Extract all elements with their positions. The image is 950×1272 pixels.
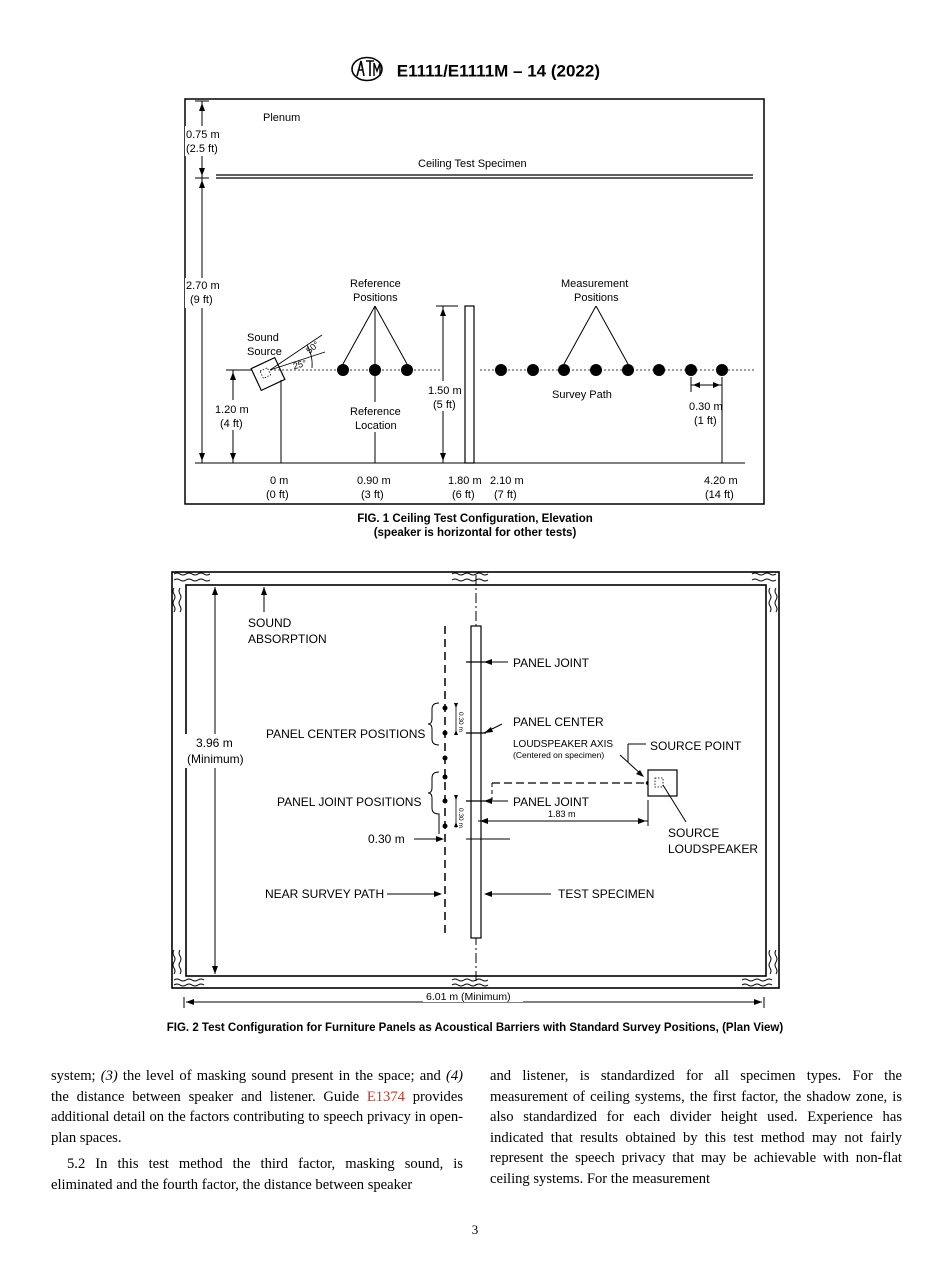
dim-030-label: 0.30 m bbox=[368, 832, 405, 846]
sound-absorption-texture bbox=[172, 572, 778, 987]
sound-source-label-2: Source bbox=[247, 346, 282, 358]
paragraph-left-1: system; (3) the level of masking sound p… bbox=[51, 1068, 463, 1146]
sound-source-box bbox=[250, 356, 286, 392]
fig1-caption-line2: (speaker is horizontal for other tests) bbox=[373, 527, 577, 539]
survey-path-label: Survey Path bbox=[552, 389, 612, 401]
x180-ft: (6 ft) bbox=[452, 489, 475, 501]
dim-396-label-1: 3.96 m bbox=[196, 736, 233, 750]
dim-270ft: (9 ft) bbox=[190, 294, 213, 306]
dim-601-label: 6.01 m (Minimum) bbox=[426, 991, 511, 1003]
test-specimen-label: TEST SPECIMEN bbox=[558, 887, 654, 901]
meas-positions-label-1: Measurement bbox=[561, 278, 628, 290]
x090-m: 0.90 m bbox=[357, 475, 391, 487]
panel-joint-mid-label: PANEL JOINT bbox=[513, 795, 590, 809]
paragraph-right-1: and listener, is standardized for all sp… bbox=[490, 1068, 902, 1187]
small-030-b: 0.30 m bbox=[457, 808, 464, 828]
angle-50: 50° bbox=[304, 339, 321, 356]
paragraph-left-2: 5.2 In this test method the third factor… bbox=[51, 1156, 463, 1193]
room-outer-wall bbox=[171, 571, 780, 989]
ref-positions-label-1: Reference bbox=[350, 278, 401, 290]
dim-270m: 2.70 m bbox=[186, 280, 220, 292]
small-030-a: 0.30 m bbox=[457, 712, 464, 732]
panel-center-positions-label: PANEL CENTER POSITIONS bbox=[266, 727, 425, 741]
source-loudspeaker-label-1: SOURCE bbox=[668, 826, 719, 840]
dim-075m: 0.75 m bbox=[186, 129, 220, 141]
fig1-caption: FIG. 1 Ceiling Test Configuration, Eleva… bbox=[0, 512, 950, 540]
ref-position-dot bbox=[337, 364, 349, 376]
centered-on-specimen-label: (Centered on specimen) bbox=[513, 750, 604, 760]
spacing-m: 0.30 m bbox=[689, 401, 723, 413]
x210-ft: (7 ft) bbox=[494, 489, 517, 501]
x180-m: 1.80 m bbox=[448, 475, 482, 487]
angle-25: 25° bbox=[292, 358, 308, 371]
near-survey-path-label: NEAR SURVEY PATH bbox=[265, 887, 384, 901]
dim-150ft: (5 ft) bbox=[433, 399, 456, 411]
sound-absorption-label-1: SOUND bbox=[248, 616, 292, 630]
left-column: system; (3) the level of masking sound p… bbox=[51, 1066, 463, 1195]
x090-ft: (3 ft) bbox=[361, 489, 384, 501]
right-column: and listener, is standardized for all sp… bbox=[490, 1066, 902, 1189]
x0-ft: (0 ft) bbox=[266, 489, 289, 501]
page-number: 3 bbox=[471, 1222, 479, 1237]
sound-source-label-1: Sound bbox=[247, 332, 279, 344]
document-title: E1111/E1111M – 14 (2022) bbox=[396, 61, 600, 81]
fig1-caption-line1: FIG. 1 Ceiling Test Configuration, Eleva… bbox=[357, 513, 593, 525]
x0-m: 0 m bbox=[270, 475, 288, 487]
astm-logo-icon bbox=[350, 56, 384, 87]
plenum-label: Plenum bbox=[263, 112, 300, 124]
panel-joint-positions-label: PANEL JOINT POSITIONS bbox=[277, 795, 421, 809]
dim-150m: 1.50 m bbox=[428, 385, 462, 397]
dim-120m: 1.20 m bbox=[215, 404, 249, 416]
sound-absorption-label-2: ABSORPTION bbox=[248, 632, 327, 646]
dim-396-label-2: (Minimum) bbox=[187, 752, 244, 766]
ref-location-label-2: Location bbox=[355, 420, 397, 432]
x420-ft: (14 ft) bbox=[705, 489, 734, 501]
panel-center-label: PANEL CENTER bbox=[513, 715, 604, 729]
loudspeaker-axis-label: LOUDSPEAKER AXIS bbox=[513, 739, 613, 750]
fig2-caption: FIG. 2 Test Configuration for Furniture … bbox=[166, 1022, 784, 1034]
panel-joint-top-label: PANEL JOINT bbox=[513, 656, 590, 670]
ref-positions-label-2: Positions bbox=[353, 292, 398, 304]
spacing-ft: (1 ft) bbox=[694, 415, 717, 427]
figure-1-elevation-diagram: Plenum Ceiling Test Specimen 0.75 m (2.5… bbox=[184, 98, 765, 505]
source-point-label: SOURCE POINT bbox=[650, 739, 742, 753]
test-specimen-panel bbox=[470, 625, 482, 939]
ref-position-dot bbox=[401, 364, 413, 376]
source-loudspeaker-box bbox=[647, 769, 678, 797]
ref-position-dot bbox=[369, 364, 381, 376]
dim-183-label: 1.83 m bbox=[548, 809, 576, 819]
figure-2-plan-view-diagram: SOUND ABSORPTION 3.96 m (Minimum) 0.30 m… bbox=[171, 571, 780, 1008]
barrier-panel bbox=[464, 305, 475, 464]
x210-m: 2.10 m bbox=[490, 475, 524, 487]
dim-075ft: (2.5 ft) bbox=[186, 143, 218, 155]
x420-m: 4.20 m bbox=[704, 475, 738, 487]
meas-positions-label-2: Positions bbox=[574, 292, 619, 304]
ref-location-label-1: Reference bbox=[350, 406, 401, 418]
document-header: E1111/E1111M – 14 (2022) bbox=[0, 56, 950, 87]
ceiling-specimen-label: Ceiling Test Specimen bbox=[418, 158, 527, 170]
dim-120ft: (4 ft) bbox=[220, 418, 243, 430]
source-loudspeaker-label-2: LOUDSPEAKER bbox=[668, 842, 758, 856]
e1374-link[interactable]: E1374 bbox=[366, 1088, 405, 1105]
